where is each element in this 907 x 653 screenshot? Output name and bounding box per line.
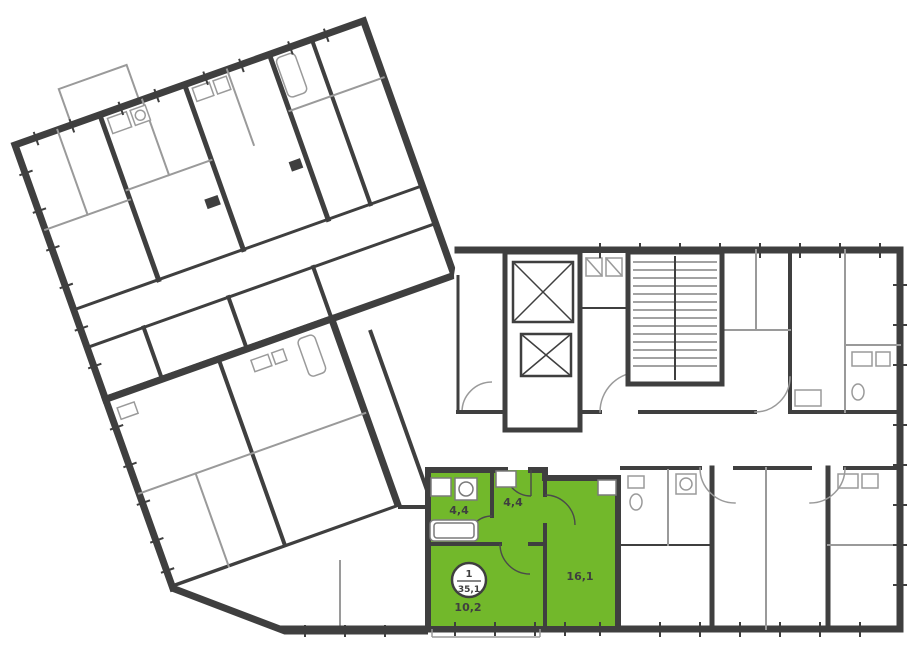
wing-shafts — [204, 158, 304, 210]
angled-wing — [10, 16, 459, 593]
room-label-hallway: 4,4 — [503, 496, 523, 509]
right-wing-window-ticks — [599, 243, 907, 637]
elevator-shaft-icon — [519, 332, 573, 378]
wing-outline — [10, 16, 459, 404]
upper-right-rooms — [721, 248, 901, 414]
apartment-badge[interactable]: 1 35,1 — [450, 561, 488, 599]
duct-box — [495, 470, 517, 488]
bathtub-icon — [275, 52, 308, 98]
toilet-icon — [851, 383, 865, 401]
sink-icon — [430, 477, 452, 497]
junction-fill — [172, 507, 428, 631]
badge-circle — [450, 561, 488, 599]
badge-room-count: 1 — [466, 569, 473, 580]
apartment-outer-wall — [425, 467, 621, 632]
wing-partitions — [43, 68, 385, 569]
highlighted-apartment[interactable]: 4,4 4,4 16,1 10,2 1 35,1 — [425, 467, 621, 638]
apartment-fixtures — [429, 477, 479, 542]
washer-icon — [679, 477, 693, 491]
duct-box — [597, 479, 617, 496]
apartment-window-ticks — [454, 622, 601, 636]
wing-walls — [71, 36, 438, 551]
room-label-bathroom: 4,4 — [449, 504, 469, 517]
elevator-shaft-icon — [511, 260, 575, 324]
elevator-core — [502, 249, 583, 433]
bathtub-icon — [297, 334, 327, 377]
room-label-living: 16,1 — [566, 570, 593, 583]
duct-room — [579, 251, 629, 309]
right-wing — [279, 243, 907, 637]
lobby-fill — [454, 250, 505, 412]
wing-fixtures — [106, 52, 327, 421]
lower-right-rooms — [621, 465, 901, 632]
toilet-icon — [629, 493, 643, 511]
balcony-line — [431, 629, 541, 638]
room-label-room: 10,2 — [454, 601, 481, 614]
wing-window-ticks — [19, 28, 330, 574]
badge-total-area: 35,1 — [458, 585, 480, 595]
apartment-inner-walls — [426, 468, 547, 631]
staircase — [625, 249, 725, 387]
door-arc — [461, 381, 493, 413]
